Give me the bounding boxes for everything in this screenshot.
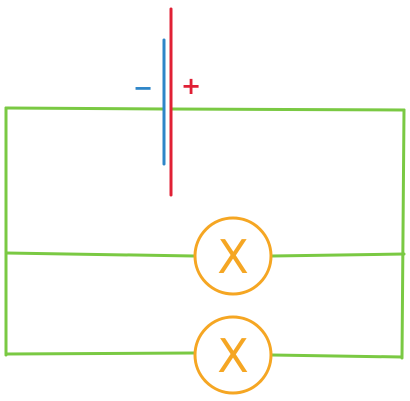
battery: − +	[133, 7, 201, 197]
lamp-1-symbol: X	[217, 230, 249, 284]
branch-2-wire-right	[270, 353, 404, 359]
top-wire-left	[4, 106, 166, 111]
branch-2-wire-left	[4, 351, 196, 356]
battery-positive-sign: +	[181, 72, 201, 100]
lamp-2: X	[193, 315, 273, 395]
lamp-2-symbol: X	[217, 329, 249, 383]
lamp-1: X	[193, 216, 273, 296]
top-wire-right	[169, 107, 406, 112]
lamp-1-circle	[193, 216, 273, 296]
right-wire	[400, 108, 406, 360]
branch-1-wire-right	[270, 252, 406, 258]
branch-1-wire-left	[4, 251, 196, 258]
lamp-2-circle	[193, 315, 273, 395]
wires	[4, 106, 406, 360]
battery-negative-sign: −	[133, 74, 153, 102]
